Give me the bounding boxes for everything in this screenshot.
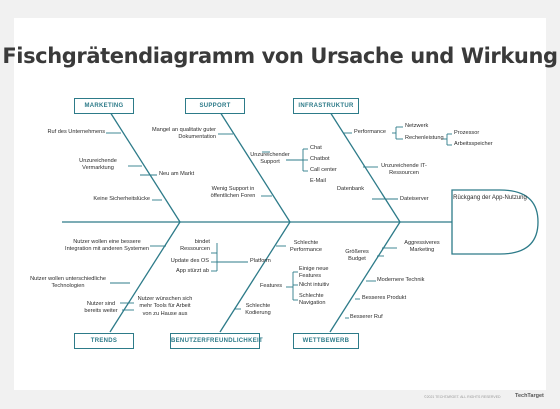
cause-datenbank: Datenbank [337,186,365,192]
cause-neu-am-markt: Neu am Markt [159,171,195,177]
cause-wenig-support-foren: Wenig Support in öffentlichen Foren [210,186,256,200]
cause-email: E-Mail [310,178,326,184]
copyright-footer: ©2021 TECHTARGET. ALL RIGHTS RESERVED [424,395,501,399]
cause-nutzer-bereits-weiter: Nutzer sind bereits weiter [84,301,118,315]
cause-platform: Platform [250,258,271,264]
techtarget-logo: TechTarget [515,393,544,399]
cause-performance: Performance [354,129,387,135]
cause-arbeitsspeicher: Arbeitsspeicher [454,141,493,147]
cause-nicht-intuitiv: Nicht intuitiv [299,282,330,288]
cause-einige-neue-features: Einige neue Features [299,266,329,280]
cause-groesseres-budget: Größeres Budget [345,249,369,263]
diagram-card [14,18,546,390]
effect-head-shape [451,189,539,255]
cause-mangel-dokumentation: Mangel an qualitativ guter Dokumentation [151,127,216,141]
cause-schlechte-navigation: Schlechte Navigation [299,293,326,307]
cause-rechenleistung: Rechenleistung [405,135,444,141]
category-trends: TRENDS [74,333,134,349]
cause-nutzer-integration: Nutzer wollen eine bessere Integration m… [65,239,149,253]
cause-aggressiveres-marketing: Aggressiveres Marketing [404,240,440,254]
category-marketing: MARKETING [74,98,134,114]
cause-ruf-des-unternehmens: Ruf des Unternehmens [47,129,105,135]
cause-unzureichende-it-ressourcen: Unzureichende IT-Ressourcen [381,163,427,177]
category-support: SUPPORT [185,98,245,114]
category-wettbewerb: WETTBEWERB [293,333,359,349]
cause-nutzer-technologien: Nutzer wollen unterschiedliche Technolog… [30,276,106,290]
cause-update-des-os: Update des OS [170,258,209,264]
cause-chat: Chat [310,145,322,151]
cause-schlechte-kodierung: Schlechte Kodierung [245,303,271,317]
bone-trends [109,221,181,333]
bone-benutzer [219,221,291,333]
cause-keine-sicherheitsluecke: Keine Sicherheitslücke [93,196,150,202]
cause-bindet-ressourcen: bindet Ressourcen [180,239,210,253]
cause-chatbot: Chatbot [310,156,330,162]
cause-dateiserver: Dateiserver [400,196,429,202]
cause-netzwerk: Netzwerk [405,123,429,129]
bone-wettbewerb [329,221,401,333]
bone-support [219,111,291,223]
cause-besseres-produkt: Besseres Produkt [362,295,407,301]
category-infrastruktur: INFRASTRUKTUR [293,98,359,114]
cause-besserer-ruf: Besserer Ruf [350,314,383,320]
cause-modernere-technik: Modernere Technik [377,277,425,283]
cause-unzureichende-vermarktung: Unzureichende Vermarktung [79,158,117,172]
effect-label: Rückgang der App-Nutzung [453,195,527,201]
category-benutzerfreundlichkeit: BENUTZERFREUNDLICHKEIT [170,333,263,349]
cause-call-center: Call center [310,167,337,173]
cause-nutzer-tools-zuhause: Nutzer wünschen sich mehr Tools für Arbe… [137,296,193,317]
cause-schlechte-performance: Schlechte Performance [289,240,323,254]
bone-marketing [109,111,181,223]
diagram-title: Fischgrätendiagramm von Ursache und Wirk… [2,44,558,68]
cause-prozessor: Prozessor [454,130,480,136]
cause-features: Features [260,283,283,289]
cause-app-stuerzt-ab: App stürzt ab [176,268,209,274]
cause-unzureichender-support: Unzureichender Support [250,152,290,166]
